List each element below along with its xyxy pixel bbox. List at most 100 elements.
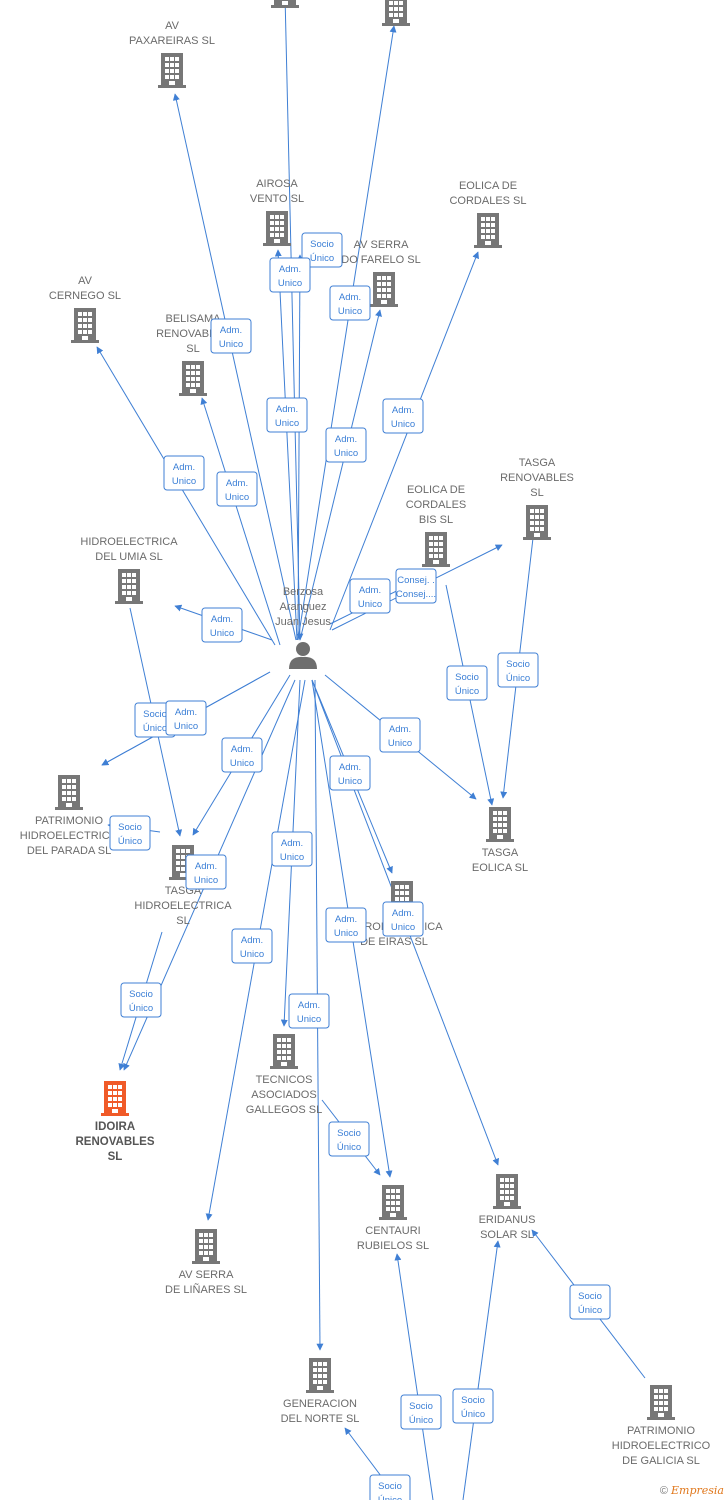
relation-badge[interactable]: Adm.Unico: [329, 755, 371, 791]
building-icon: [115, 569, 143, 604]
company-node-top-a[interactable]: [271, 0, 299, 8]
relation-badge-text: Adm.: [392, 405, 414, 416]
building-icon: [71, 308, 99, 343]
relation-badge[interactable]: Adm.Unico: [288, 993, 330, 1029]
company-label-line: IDOIRA: [95, 1121, 135, 1133]
footer-brand: © Empresia: [660, 1484, 724, 1497]
relation-badge[interactable]: Adm.Unico: [379, 717, 421, 753]
copyright-icon: ©: [659, 1485, 668, 1497]
relation-badge[interactable]: Adm.Unico: [163, 455, 205, 491]
relation-badge-text: Unico: [275, 418, 299, 429]
edge-7: [96, 346, 276, 646]
company-node-top-b[interactable]: [382, 0, 410, 26]
relation-badge-text: Único: [506, 673, 530, 684]
company-label-line: TASGA: [482, 847, 519, 859]
relation-badge-text: Adm.: [173, 462, 195, 473]
company-label-line: AV SERRA: [354, 239, 409, 251]
relation-badge[interactable]: Consej. .Consej....: [395, 568, 437, 604]
relation-badge-text: Unico: [240, 949, 264, 960]
relation-badge-text: Unico: [391, 419, 415, 430]
company-label-line: EOLICA DE: [407, 484, 465, 496]
company-label-line: CERNEGO SL: [49, 290, 121, 302]
edge-0: [284, 0, 304, 641]
relation-badge[interactable]: Adm.Unico: [201, 607, 243, 643]
company-label-line: SL: [108, 1151, 123, 1163]
relation-badge-text: Socio: [409, 1401, 433, 1412]
relation-badge[interactable]: Adm.Unico: [349, 578, 391, 614]
relation-badge-text: Consej....: [396, 589, 436, 600]
building-icon: [270, 1034, 298, 1069]
relation-badge-text: Unico: [338, 776, 362, 787]
relation-badge[interactable]: Adm. Unico: [382, 398, 424, 434]
company-label-line: PATRIMONIO: [35, 815, 103, 827]
company-label-line: SOLAR SL: [480, 1229, 534, 1241]
relation-badge-text: Único: [118, 836, 142, 847]
company-label-line: ERIDANUS: [479, 1214, 536, 1226]
edge-4: [299, 309, 382, 641]
relation-badge[interactable]: Adm.Unico: [325, 907, 367, 943]
relation-badge[interactable]: Adm.Unico: [325, 427, 367, 463]
relation-badge-text: Adm.: [175, 707, 197, 718]
edge-1: [297, 25, 397, 641]
relation-badge-text: Socio: [378, 1481, 402, 1492]
relation-badge[interactable]: Adm.Unico: [210, 318, 252, 354]
relation-badge[interactable]: Adm.Unico: [221, 737, 263, 773]
company-label-line: SL: [176, 915, 189, 927]
relation-badge-text: Adm.: [220, 325, 242, 336]
relation-badge-text: Unico: [358, 599, 382, 610]
company-label-line: HIDROELECTRICA: [80, 536, 178, 548]
building-icon: [523, 505, 551, 540]
company-node-eridanus-solar[interactable]: ERIDANUS SOLAR SL: [479, 1174, 536, 1241]
company-label-line: DEL PARADA SL: [27, 845, 111, 857]
building-icon: [382, 0, 410, 26]
relation-badge[interactable]: Adm.Unico: [271, 831, 313, 867]
relation-badge[interactable]: Adm.Unico: [185, 854, 227, 890]
company-label-line: PAXAREIRAS SL: [129, 35, 215, 47]
relation-badge-text: Unico: [174, 721, 198, 732]
relation-badge[interactable]: Adm.Unico: [382, 901, 424, 937]
relation-badge[interactable]: Adm.Unico: [216, 471, 258, 507]
company-label-line: GALLEGOS SL: [246, 1104, 322, 1116]
relation-badge-text: Adm.: [241, 935, 263, 946]
badges-layer: SocioÚnicoAdm.UnicoAdm.UnicoAdm.UnicoAdm…: [109, 232, 611, 1500]
relation-badge[interactable]: Adm.Unico: [266, 397, 308, 433]
building-icon: [179, 361, 207, 396]
relation-badge[interactable]: Adm. Unico: [165, 700, 207, 736]
company-label-line: EOLICA DE: [459, 180, 517, 192]
person-label-line: Juan Jesus: [275, 616, 331, 628]
relation-badge-text: Socio: [129, 989, 153, 1000]
relation-badge[interactable]: Adm.Unico: [269, 257, 311, 293]
building-icon: [493, 1174, 521, 1209]
relation-badge[interactable]: Adm. Unico: [231, 928, 273, 964]
relation-badge[interactable]: Adm.Unico: [329, 285, 371, 321]
relation-badge-text: Unico: [210, 628, 234, 639]
